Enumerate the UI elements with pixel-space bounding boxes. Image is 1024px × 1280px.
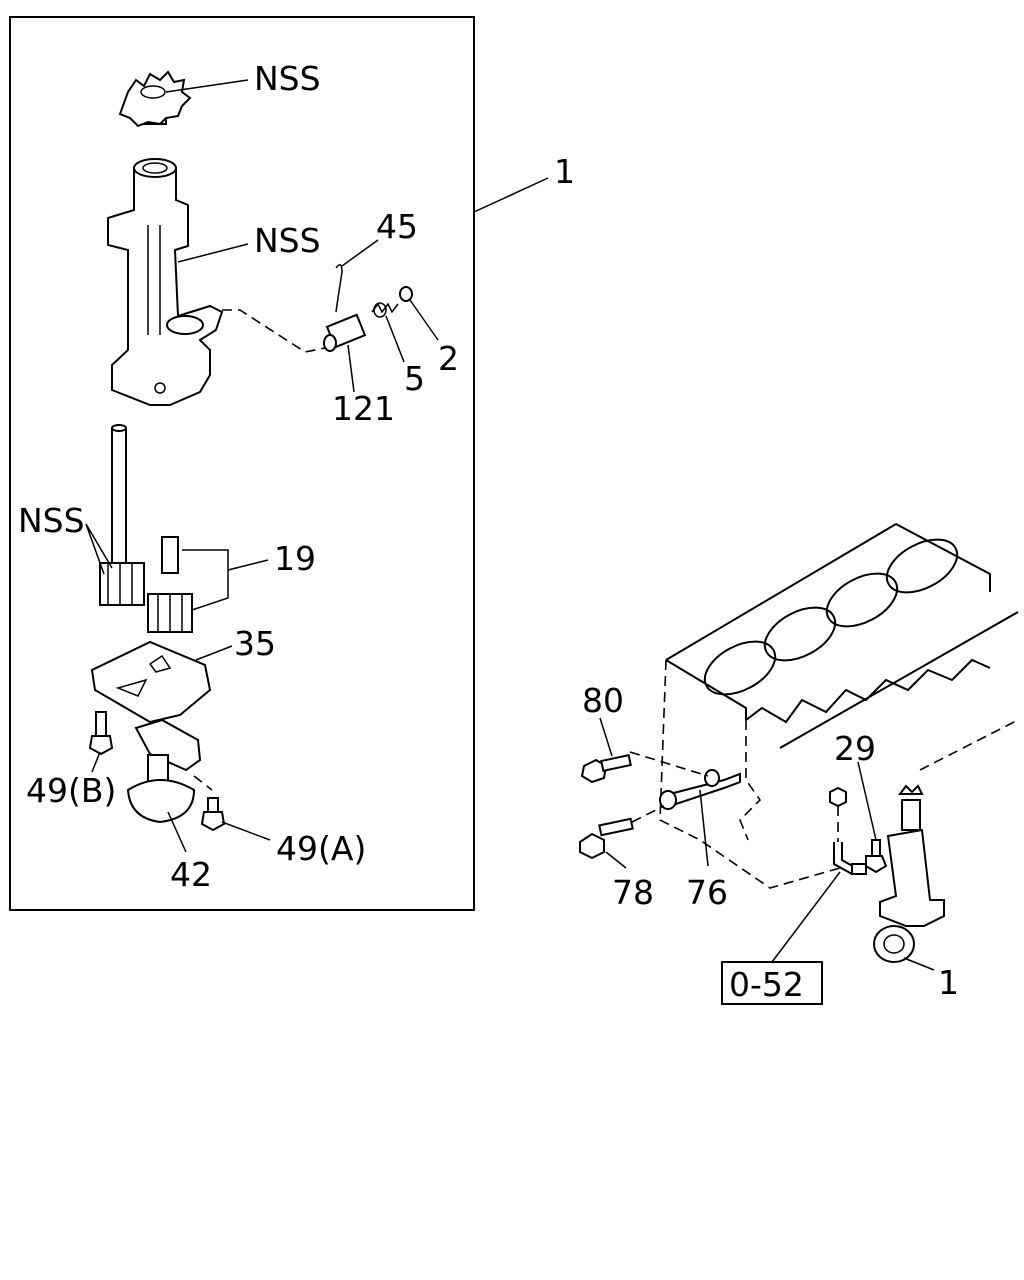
spring-drawing	[371, 302, 399, 318]
drive-gear-drawing	[118, 70, 192, 128]
label-49b: 49(B)	[26, 771, 116, 810]
label-5: 5	[404, 359, 425, 398]
label-76: 76	[686, 873, 728, 912]
label-engine-1: 1	[938, 963, 959, 1002]
pump-body-drawing	[107, 158, 224, 406]
installed-pump-drawing	[873, 784, 945, 963]
label-nss-gears: NSS	[18, 501, 85, 540]
label-nss-top: NSS	[254, 59, 321, 98]
bolt-29-drawing	[865, 839, 888, 874]
engine-block-drawing	[659, 522, 1019, 889]
ref-0-52-label: 0-52	[729, 965, 804, 1004]
label-121: 121	[332, 389, 395, 428]
label-2: 2	[438, 339, 459, 378]
ref-0-52-box	[721, 961, 823, 1005]
oil-pipe-drawing	[829, 786, 867, 875]
bolt-49a-drawing	[193, 775, 226, 832]
label-80: 80	[582, 681, 624, 720]
label-29: 29	[834, 729, 876, 768]
plug-drawing	[399, 286, 413, 302]
label-assembly-1: 1	[554, 152, 575, 191]
cover-plate-drawing	[90, 640, 212, 724]
exploded-view-frame	[9, 16, 475, 911]
bolt-80-drawing	[580, 754, 632, 784]
label-35: 35	[234, 624, 276, 663]
label-49a: 49(A)	[276, 829, 366, 868]
label-45: 45	[376, 207, 418, 246]
driven-gear-drawing	[147, 536, 193, 633]
dipstick-guide-drawing	[629, 751, 741, 810]
bolt-78-drawing	[579, 817, 634, 860]
label-nss-body: NSS	[254, 221, 321, 260]
relief-valve-drawing	[323, 264, 367, 352]
label-42: 42	[170, 855, 212, 894]
bolt-49b-drawing	[88, 711, 114, 756]
shaft-gear-drawing	[99, 562, 145, 606]
label-78: 78	[612, 873, 654, 912]
label-19: 19	[274, 539, 316, 578]
strainer-drawing	[126, 718, 202, 824]
shaft-drawing	[111, 424, 127, 569]
